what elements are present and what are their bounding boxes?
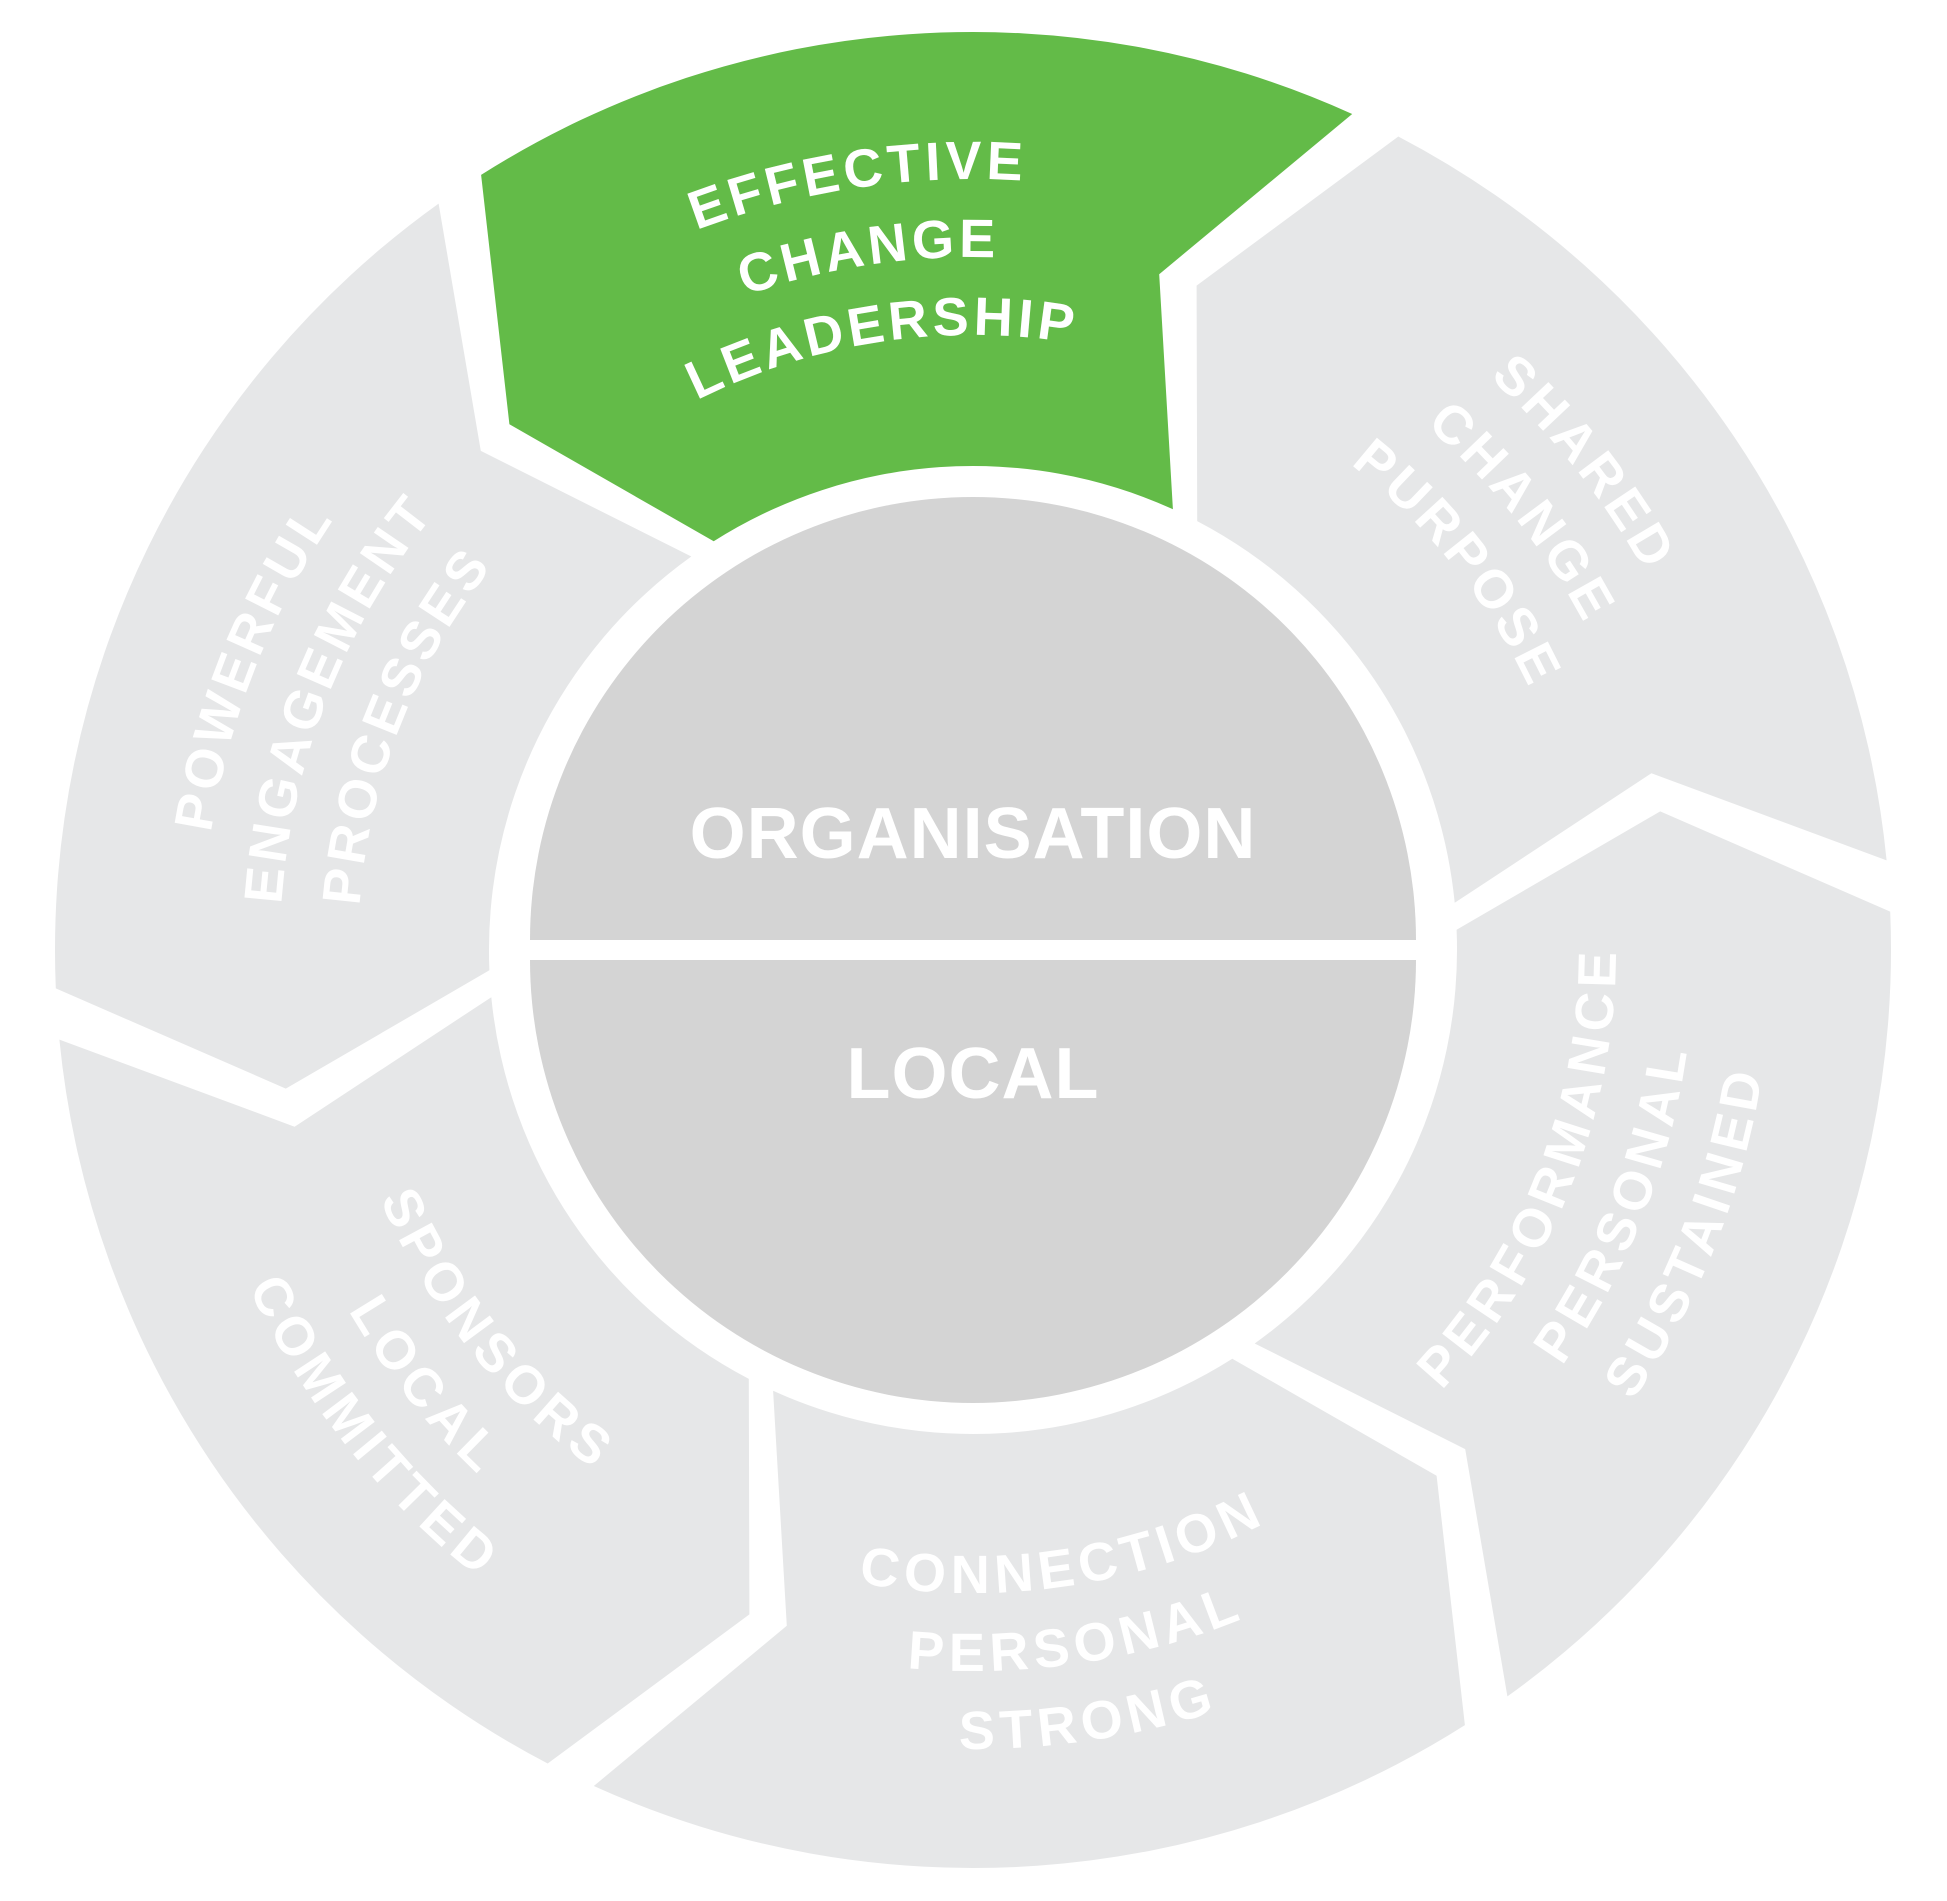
segment-leadership xyxy=(481,32,1353,542)
segment-performance xyxy=(1254,811,1892,1697)
core-top-half xyxy=(530,497,1416,940)
core-label-local: LOCAL xyxy=(847,1034,1100,1114)
segment-connection xyxy=(593,1358,1465,1868)
core-bottom-half xyxy=(530,960,1416,1403)
core-label-organisation: ORGANISATION xyxy=(690,794,1257,874)
segment-purpose xyxy=(1196,136,1887,903)
segment-sponsors xyxy=(59,997,750,1764)
segment-engagement xyxy=(54,203,692,1089)
core-circle: ORGANISATION LOCAL xyxy=(530,497,1416,1403)
wheel-segments xyxy=(54,32,1892,1868)
